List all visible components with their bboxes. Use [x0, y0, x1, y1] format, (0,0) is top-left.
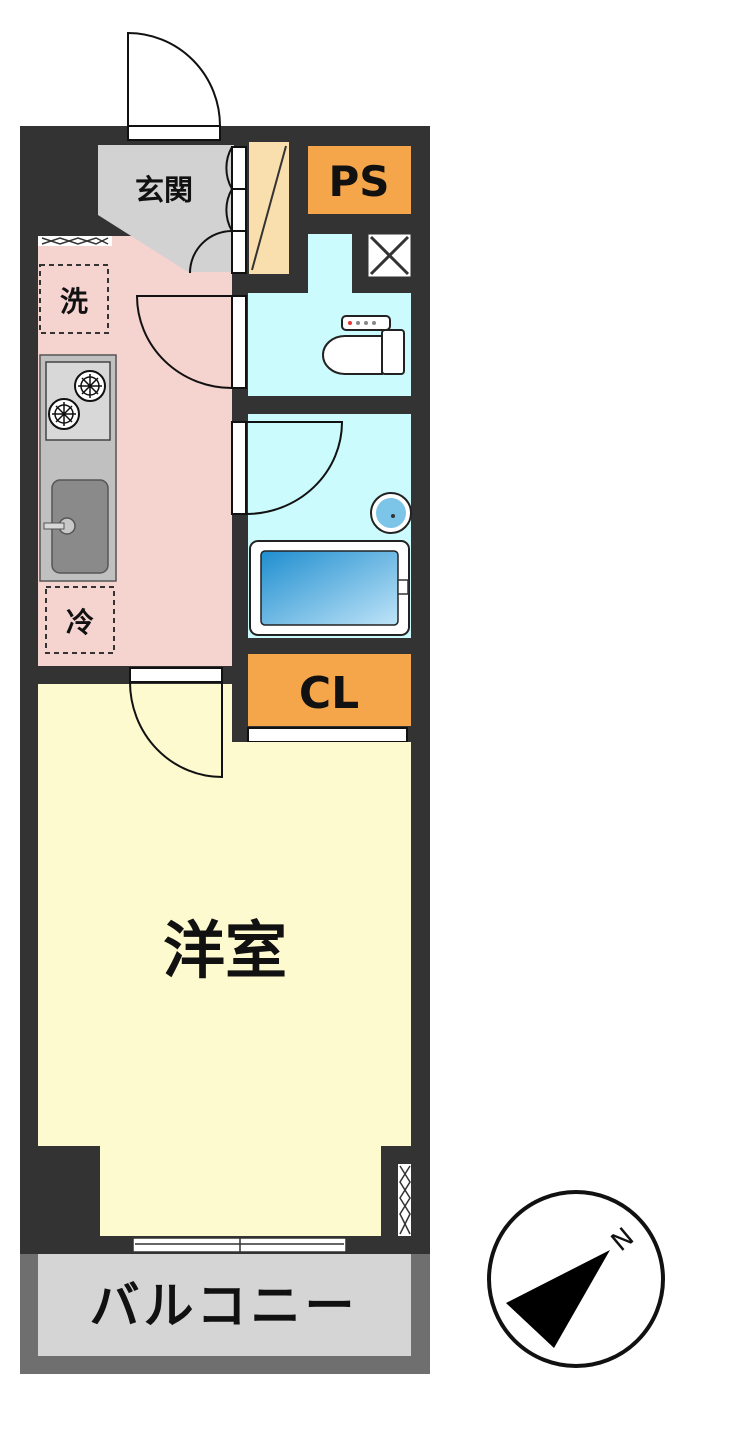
washer-label: 洗: [60, 285, 88, 318]
stove-burner-1: [74, 370, 106, 402]
compass-arrow-icon: [506, 1250, 610, 1348]
shoe-closet-diagonal: [251, 145, 287, 271]
entrance-floor: [98, 145, 234, 272]
pipe-space-label: PS: [328, 157, 389, 206]
western-room-floor: [38, 684, 411, 1236]
pipe-space-box: [308, 146, 411, 214]
western-room-door: [129, 667, 223, 779]
closet-box: [248, 654, 411, 726]
fridge-label: 冷: [66, 606, 94, 639]
western-room-label: 洋室: [163, 914, 287, 987]
balcony-label: バルコニー: [90, 1277, 359, 1335]
vent-top: [38, 236, 112, 246]
fridge-space: [45, 586, 115, 654]
entrance-folding-doors: [189, 146, 247, 274]
stove-burner-2: [48, 398, 80, 430]
washbasin: [370, 492, 412, 534]
bathtub: [249, 540, 410, 636]
washer-space: [39, 264, 109, 334]
balcony-window: [132, 1237, 347, 1253]
toilet-fixture: [322, 315, 405, 375]
balcony-floor: [38, 1254, 411, 1356]
front-door: [127, 31, 221, 141]
closet-label: CL: [299, 668, 359, 719]
kitchen-sink: [43, 479, 109, 574]
bathroom-door: [231, 421, 344, 515]
compass: N: [487, 1190, 665, 1368]
toilet-door: [135, 295, 247, 389]
entrance-label: 玄関: [135, 173, 193, 207]
